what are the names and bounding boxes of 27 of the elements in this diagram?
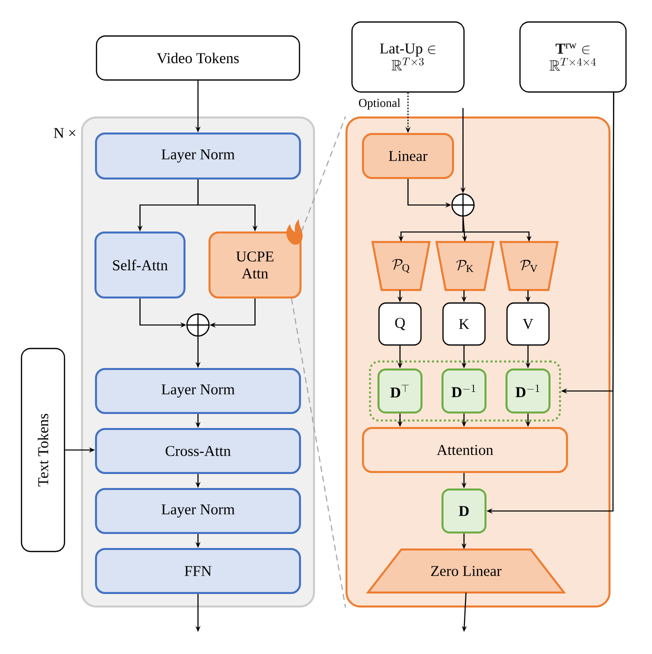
layer-box: Cross-Attn: [95, 428, 301, 474]
input-box: $\mathbf{T}^{\mathrm{rw}} \in$ $\mathbb{R}^{T\times 4\times 4}$: [519, 21, 627, 93]
layer-box: Self-Attn: [94, 232, 186, 298]
layer-box: Linear: [362, 133, 454, 179]
dotted-group: [369, 360, 561, 422]
plus-circle: [186, 313, 210, 337]
repeat-label: N ×: [54, 128, 76, 138]
layer-box: Layer Norm: [95, 488, 301, 534]
transform-box: $\mathbf{D}^{\top}$: [378, 368, 422, 414]
token-box: V: [506, 302, 550, 346]
zoom-line: [290, 298, 346, 608]
input-box: Video Tokens: [96, 35, 300, 81]
layer-box: FFN: [95, 548, 301, 594]
zoom-line: [300, 116, 346, 232]
token-box: Q: [378, 302, 422, 346]
layer-box: UCPE Attn: [208, 232, 302, 298]
plus-circle: [451, 193, 475, 217]
layer-box: Layer Norm: [95, 132, 301, 180]
input-box: Text Tokens: [20, 348, 66, 552]
transform-box: $\mathbf{D}$: [442, 488, 486, 534]
input-box: $\text{Lat-Up} \in$ $\mathbb{R}^{T\times 3}$: [351, 21, 465, 93]
transform-box: $\mathbf{D}^{-1}$: [442, 368, 486, 414]
transform-box: $\mathbf{D}^{-1}$: [506, 368, 550, 414]
layer-box: Attention: [362, 427, 568, 473]
edge-label: Optional: [358, 98, 400, 110]
token-box: K: [442, 302, 486, 346]
layer-box: Layer Norm: [95, 368, 301, 414]
